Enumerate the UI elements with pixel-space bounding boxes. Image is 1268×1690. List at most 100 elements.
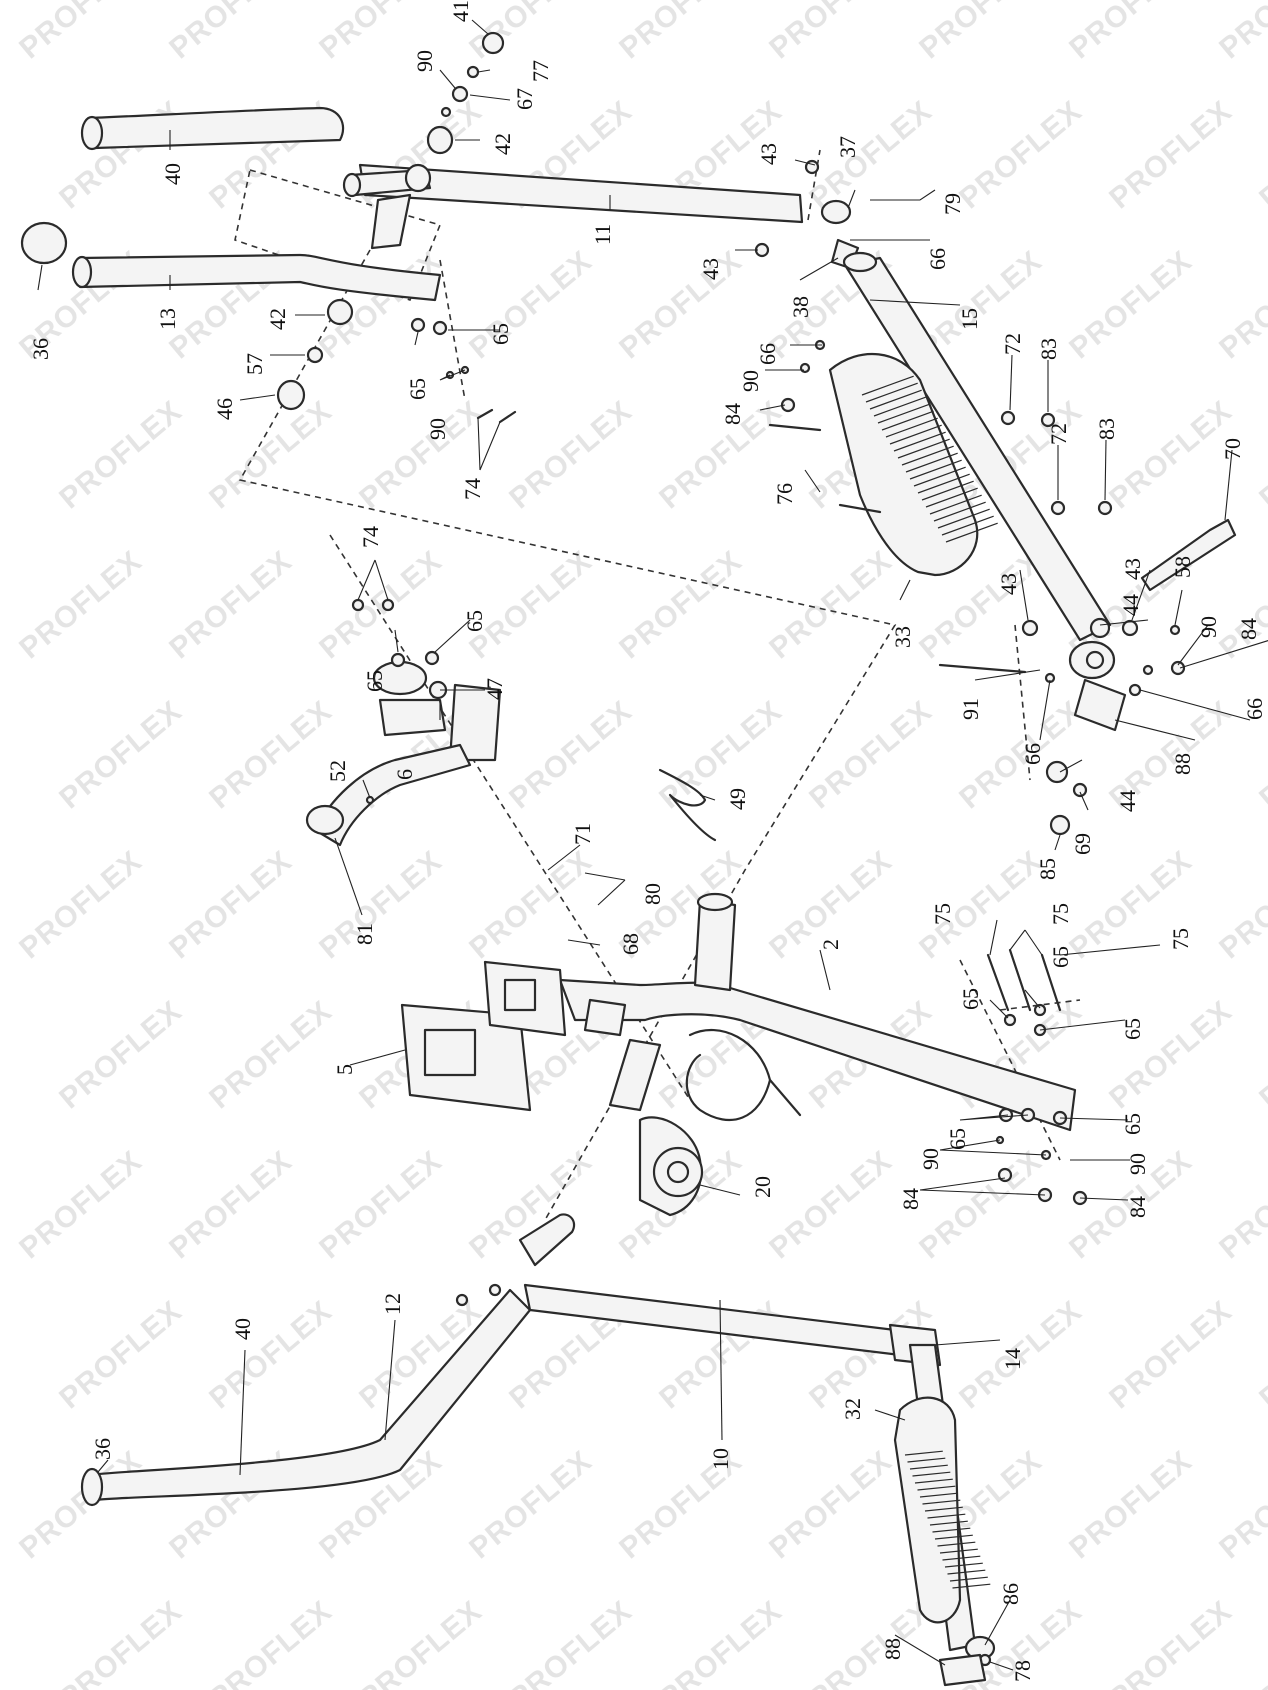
hardware-6-cluster <box>351 598 448 805</box>
callout-76: 76 <box>772 483 797 505</box>
callout-66: 66 <box>925 248 950 270</box>
tread-line <box>932 1527 971 1533</box>
watermark-text: PROFLEX <box>1253 95 1268 216</box>
part-40-grip-upper <box>80 106 345 151</box>
watermark-text: PROFLEX <box>503 395 638 516</box>
watermark-text: PROFLEX <box>13 1445 148 1566</box>
watermark-text: PROFLEX <box>763 1445 898 1566</box>
watermark-text: PROFLEX <box>613 0 748 65</box>
callout-14: 14 <box>1000 1348 1025 1370</box>
callout-79: 79 <box>940 193 965 215</box>
watermark-text: PROFLEX <box>163 1145 298 1266</box>
watermark-text: PROFLEX <box>53 95 188 216</box>
tread-line <box>885 417 938 438</box>
watermark-text: PROFLEX <box>1253 1295 1268 1416</box>
part-2-main-frame <box>558 892 1077 1132</box>
tread-line <box>937 1541 976 1547</box>
callout-37: 37 <box>835 136 860 158</box>
callout-91: 91 <box>958 698 983 720</box>
watermark-text: PROFLEX <box>803 695 938 816</box>
callout-47: 47 <box>482 678 507 700</box>
watermark-text: PROFLEX <box>1103 395 1238 516</box>
callout-65: 65 <box>1120 1018 1145 1040</box>
watermark-text: PROFLEX <box>203 1595 338 1690</box>
part-15-pedal-arm-right <box>842 251 1112 642</box>
tread-line <box>937 508 990 529</box>
watermark-text: PROFLEX <box>53 1295 188 1416</box>
tread-line <box>917 1485 956 1491</box>
callout-72: 72 <box>1000 333 1025 355</box>
tread-line <box>919 1492 958 1498</box>
watermark-text: PROFLEX <box>203 695 338 816</box>
tread-line <box>912 1471 951 1477</box>
callout-36: 36 <box>28 338 53 360</box>
tread-line <box>901 445 954 466</box>
part-33-pedal-right <box>828 352 998 577</box>
tread-line <box>949 1576 988 1582</box>
callout-72: 72 <box>1046 423 1071 445</box>
watermark-text: PROFLEX <box>913 0 1048 65</box>
watermark-text: PROFLEX <box>953 95 1088 216</box>
callout-43: 43 <box>756 143 781 165</box>
tread-line <box>897 438 950 459</box>
callout-90: 90 <box>738 370 763 392</box>
assembly-guide-pivot <box>1014 624 1031 781</box>
callout-65: 65 <box>958 988 983 1010</box>
callout-65: 65 <box>362 670 387 692</box>
callout-43: 43 <box>698 258 723 280</box>
watermark-text: PROFLEX <box>1213 0 1268 65</box>
tread-line <box>865 382 918 403</box>
tread-line <box>933 501 986 522</box>
callout-41: 41 <box>448 0 473 22</box>
callout-65: 65 <box>1120 1113 1145 1135</box>
watermark-text: PROFLEX <box>463 1445 598 1566</box>
part-49-cable <box>658 768 717 842</box>
callout-36: 36 <box>90 1438 115 1460</box>
callout-85: 85 <box>1035 858 1060 880</box>
watermark-text: PROFLEX <box>1253 995 1268 1116</box>
tread-line <box>929 1520 968 1526</box>
callout-90: 90 <box>918 1148 943 1170</box>
tread-line <box>909 459 962 480</box>
watermark-text: PROFLEX <box>503 1595 638 1690</box>
watermark-text: PROFLEX <box>763 545 898 666</box>
callout-83: 83 <box>1094 418 1119 440</box>
watermark-text: PROFLEX <box>803 95 938 216</box>
leader-lines <box>37 19 1268 1671</box>
callout-44: 44 <box>1118 594 1143 616</box>
callout-90: 90 <box>425 418 450 440</box>
callout-20: 20 <box>750 1176 775 1198</box>
tread-line <box>914 1478 953 1484</box>
assembly-guide-crank <box>329 534 691 1101</box>
callout-33: 33 <box>890 626 915 648</box>
part-81-support-bar <box>305 743 472 847</box>
callout-67: 67 <box>512 88 537 110</box>
callout-42: 42 <box>265 308 290 330</box>
callout-90: 90 <box>412 50 437 72</box>
callout-65: 65 <box>488 323 513 345</box>
part-20-resistance-knob <box>638 1029 802 1217</box>
watermark-text: PROFLEX <box>1253 1595 1268 1690</box>
watermark-text: PROFLEX <box>463 845 598 966</box>
callout-2: 2 <box>818 939 843 950</box>
part-6-bracket <box>372 660 502 762</box>
callout-84: 84 <box>720 403 745 425</box>
callout-40: 40 <box>160 163 185 185</box>
tread-line <box>893 431 946 452</box>
callout-15: 15 <box>957 308 982 330</box>
callout-66: 66 <box>755 343 780 365</box>
callout-65: 65 <box>1048 946 1073 968</box>
tread-line <box>873 396 926 417</box>
tread-line <box>944 1562 983 1568</box>
watermark-text: PROFLEX <box>313 545 448 666</box>
callout-88: 88 <box>880 1638 905 1660</box>
callout-77: 77 <box>528 60 553 82</box>
callout-44: 44 <box>1115 790 1140 812</box>
callout-65: 65 <box>945 1128 970 1150</box>
watermark-text: PROFLEX <box>803 1595 938 1690</box>
watermark-text: PROFLEX <box>53 395 188 516</box>
tread-line <box>905 452 958 473</box>
callout-65: 65 <box>462 610 487 632</box>
callout-83: 83 <box>1036 338 1061 360</box>
